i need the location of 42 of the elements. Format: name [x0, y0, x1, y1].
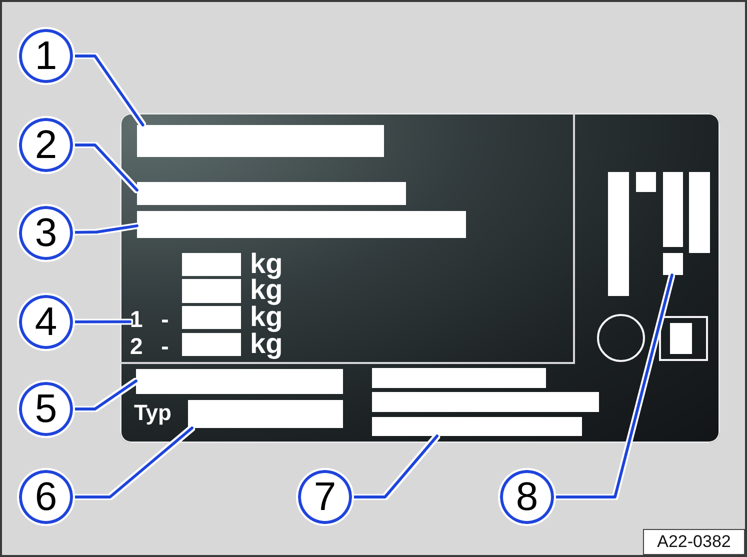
blank-bar [136, 369, 343, 394]
blank-bar [182, 333, 241, 356]
unit-label: kg [250, 304, 283, 330]
leader-line [74, 380, 138, 410]
blank-bar [137, 211, 466, 238]
callout-number: 4 [17, 293, 75, 351]
code-bar [663, 172, 683, 247]
code-bar [608, 172, 629, 296]
callout-number: 2 [17, 116, 75, 174]
callout-number: 8 [498, 468, 556, 526]
blank-bar [372, 368, 546, 388]
blank-bar [188, 400, 343, 428]
blank-bar [182, 253, 241, 276]
blank-bar [137, 182, 406, 205]
row-label: 2 - [130, 335, 169, 358]
leader-line [74, 144, 138, 192]
type-plate [120, 113, 720, 443]
blank-bar [372, 417, 582, 436]
leader-line [352, 434, 439, 498]
leader-line [74, 54, 144, 126]
code-bar [636, 172, 656, 192]
callout-number: 7 [296, 468, 354, 526]
leader-line [74, 224, 138, 234]
blank-bar [137, 125, 384, 157]
unit-label: kg [250, 251, 283, 277]
leader-line [74, 320, 132, 324]
leader-line [554, 274, 674, 498]
unit-label: kg [250, 277, 283, 303]
blank-bar [372, 392, 599, 412]
callout-number: 3 [17, 204, 75, 262]
field-label: Typ [134, 402, 172, 424]
blank-bar [182, 306, 241, 329]
code-bar [663, 253, 683, 275]
callout-number: 5 [17, 380, 75, 438]
callout-number: 6 [17, 468, 75, 526]
code-bar [689, 172, 710, 253]
leader-line [74, 426, 194, 498]
unit-label: kg [250, 331, 283, 357]
row-label: 1 - [130, 308, 169, 331]
callout-number: 1 [17, 27, 75, 85]
blank-bar [182, 279, 241, 303]
figure-number: A22-0382 [643, 529, 745, 555]
